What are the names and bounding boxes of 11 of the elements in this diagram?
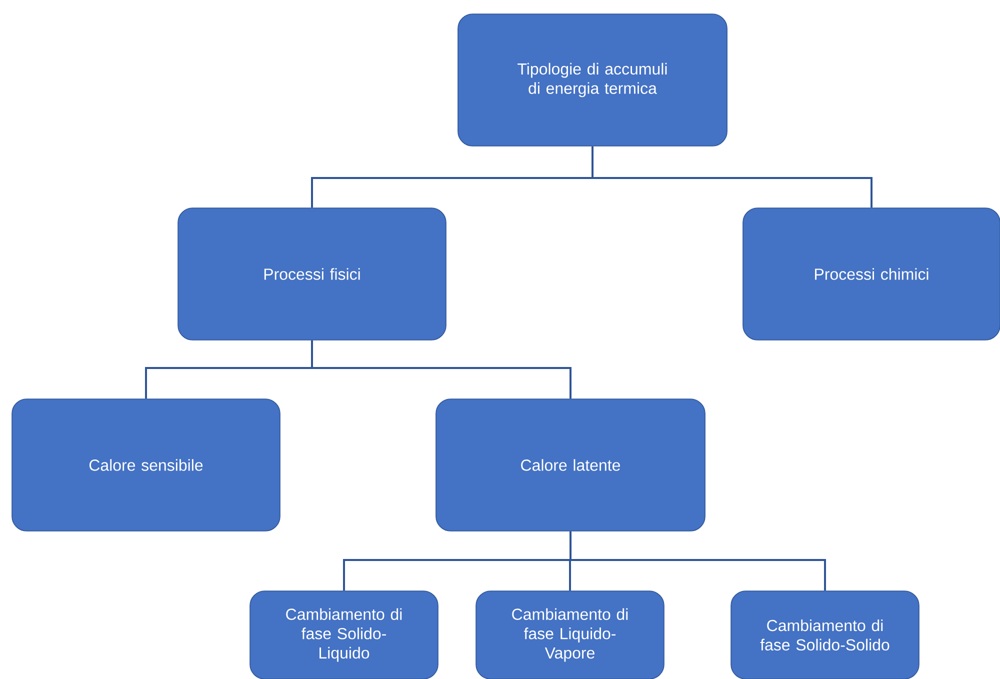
process-box: Processi chimici [742, 208, 1000, 340]
connector-line [311, 340, 572, 399]
process-box: Tipologie di accumuli di energia termica [458, 14, 728, 146]
process-box: Calore latente [436, 398, 706, 532]
connector-line [570, 531, 826, 591]
process-box: Calore sensibile [12, 398, 280, 532]
connector-line [592, 146, 872, 208]
process-box: Cambiamento di fase Solido-Liquido [250, 590, 438, 679]
process-box: Cambiamento di fase Solido-Solido [730, 590, 920, 679]
process-box: Cambiamento di fase Liquido-Vapore [476, 590, 664, 679]
process-box: Processi fisici [178, 208, 446, 340]
